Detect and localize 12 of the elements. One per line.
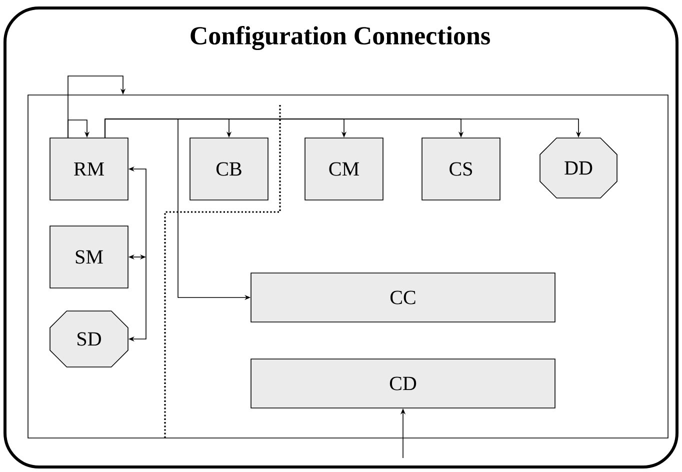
module-box: CC (250, 272, 556, 322)
module-box: CB (190, 138, 268, 200)
octagon-node: DD (540, 138, 618, 198)
module-box: CM (304, 138, 384, 200)
module-box: SM (50, 226, 128, 288)
module-box: CD (250, 358, 556, 408)
boundary-box (28, 94, 668, 438)
module-box: RM (50, 138, 128, 200)
title: Configuration Connections (190, 26, 490, 50)
octagon-node: SD (50, 310, 128, 368)
arrow (68, 120, 90, 138)
module-box: CS (422, 138, 500, 200)
